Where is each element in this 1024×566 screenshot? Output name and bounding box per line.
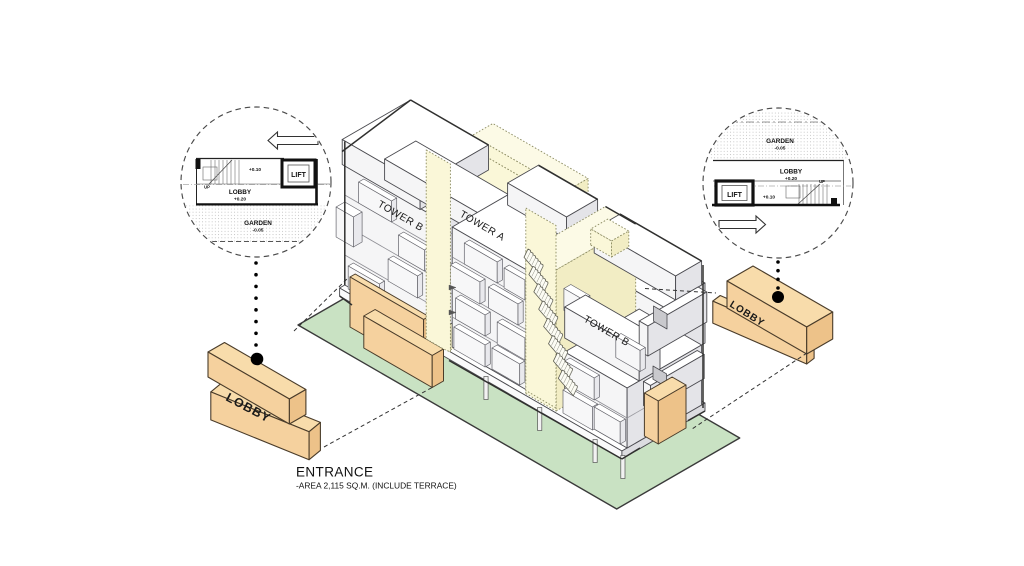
svg-text:-0.05: -0.05 bbox=[253, 228, 264, 234]
svg-text:-0.05: -0.05 bbox=[775, 146, 786, 152]
svg-text:GARDEN: GARDEN bbox=[244, 220, 272, 227]
svg-text:UP: UP bbox=[819, 179, 825, 184]
svg-text:LOBBY: LOBBY bbox=[780, 169, 803, 176]
svg-text:ENTRANCE: ENTRANCE bbox=[296, 465, 373, 480]
svg-text:LIFT: LIFT bbox=[727, 192, 742, 199]
svg-text:LOBBY: LOBBY bbox=[229, 189, 252, 196]
svg-text:GARDEN: GARDEN bbox=[766, 138, 794, 145]
svg-text:+0.10: +0.10 bbox=[249, 167, 261, 173]
svg-text:UP: UP bbox=[204, 185, 210, 190]
svg-text:+0.20: +0.20 bbox=[785, 176, 797, 182]
svg-text:-AREA 2,115 SQ.M. (INCLUDE TER: -AREA 2,115 SQ.M. (INCLUDE TERRACE) bbox=[296, 481, 457, 491]
svg-text:LIFT: LIFT bbox=[291, 172, 306, 179]
svg-text:+0.20: +0.20 bbox=[234, 197, 246, 203]
svg-text:+0.10: +0.10 bbox=[763, 195, 775, 201]
